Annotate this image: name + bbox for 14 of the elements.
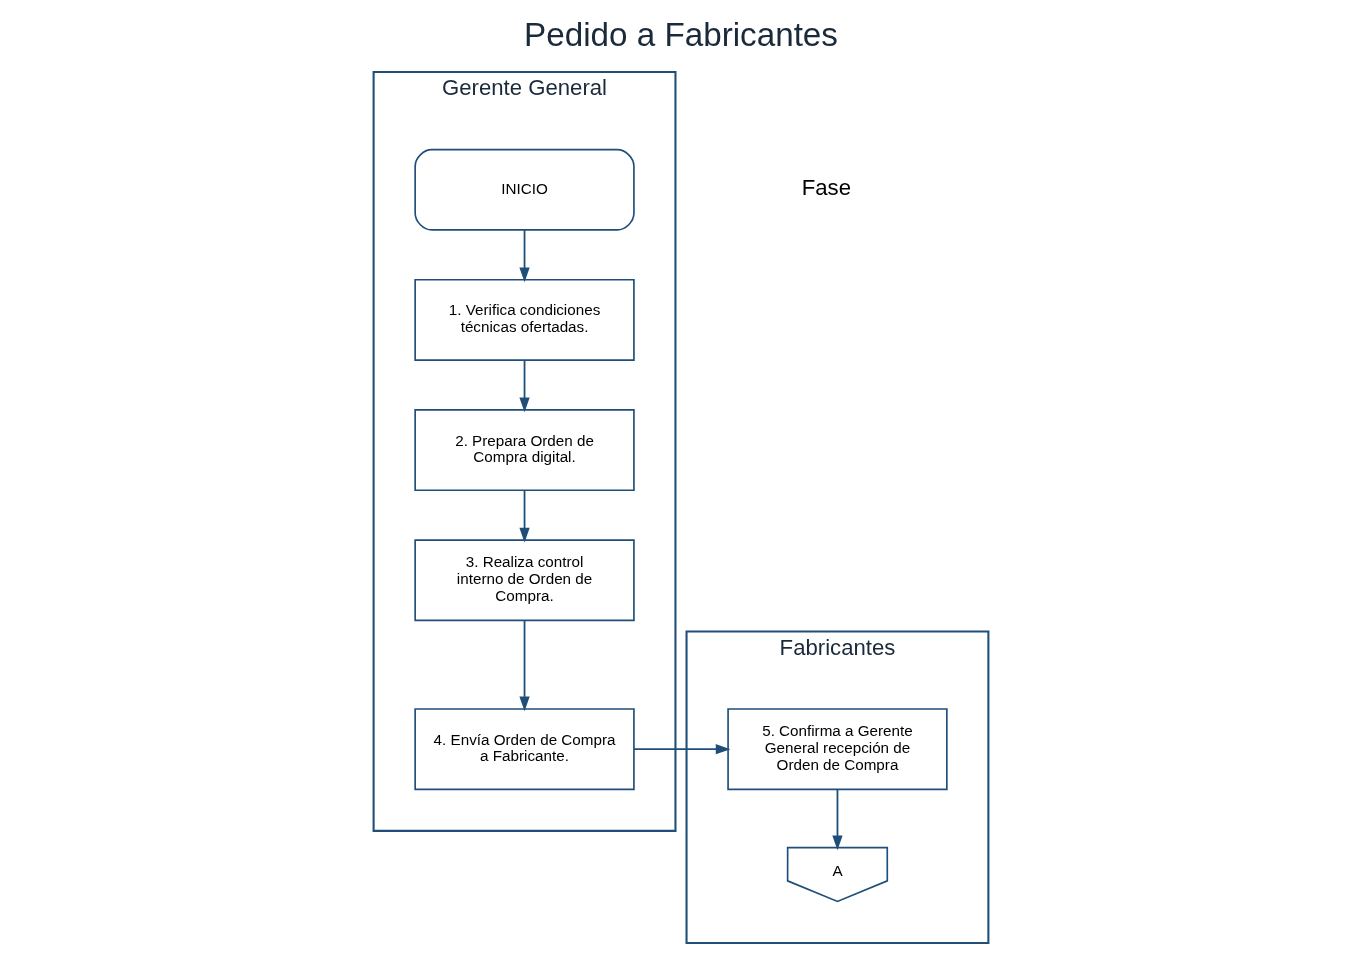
node-box: INICIO bbox=[414, 148, 635, 231]
node-box: 4. Envía Orden de Compra a Fabricante. bbox=[414, 708, 635, 791]
arrow bbox=[519, 619, 530, 712]
arrow bbox=[519, 359, 530, 413]
node-box: 5. Confirma a Gerente General recepción de Orden de Compra bbox=[727, 708, 948, 791]
arrow bbox=[633, 744, 731, 755]
node-box: 2. Prepara Orden de Compra digital. bbox=[414, 409, 635, 492]
arrow bbox=[519, 229, 530, 283]
arrow bbox=[519, 489, 530, 543]
node-box: 1. Verifica condiciones técnicas ofertadas. bbox=[414, 278, 635, 361]
arrow bbox=[832, 788, 843, 851]
label: Fase bbox=[801, 175, 851, 201]
node-box: 3. Realiza control interno de Orden de Compra. bbox=[414, 539, 635, 622]
diagram-title: Pedido a Fabricantes bbox=[524, 16, 838, 54]
